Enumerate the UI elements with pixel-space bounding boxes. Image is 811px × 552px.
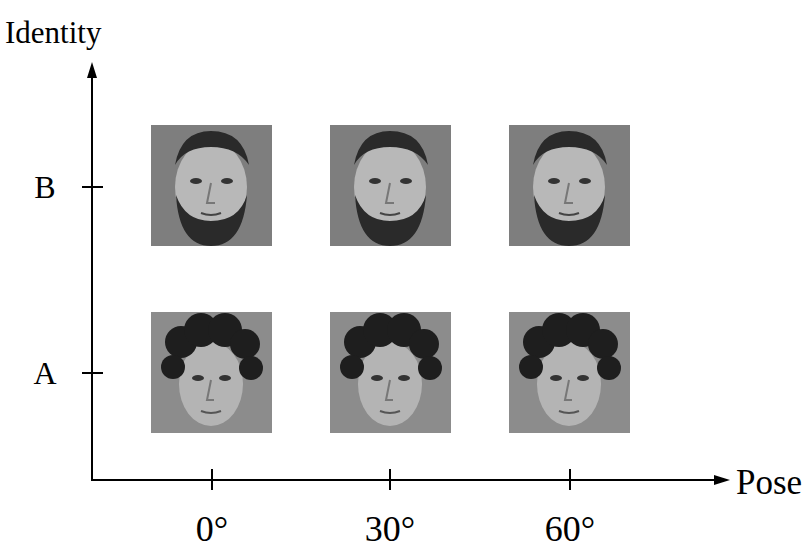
axis-title: Pose (736, 465, 802, 500)
tick-label: A (33, 357, 56, 389)
axis-tick (569, 469, 571, 490)
face-photo (509, 312, 630, 433)
face-photo (151, 312, 272, 433)
tick-label: 60° (545, 511, 595, 547)
x-axis (91, 479, 716, 481)
tick-label: 30° (365, 511, 415, 547)
tick-label: 0° (196, 511, 228, 547)
face-photo (151, 125, 272, 246)
face-photo (509, 125, 630, 246)
face-photo (330, 125, 451, 246)
axis-arrowhead (87, 62, 97, 78)
y-axis (91, 76, 93, 481)
axis-tick (82, 186, 103, 188)
axis-tick (389, 469, 391, 490)
axis-tick (211, 469, 213, 490)
face-photo (330, 312, 451, 433)
tick-label: B (34, 171, 55, 203)
axis-title: Identity (5, 17, 101, 48)
axis-tick (82, 372, 103, 374)
axis-arrowhead (714, 475, 730, 485)
